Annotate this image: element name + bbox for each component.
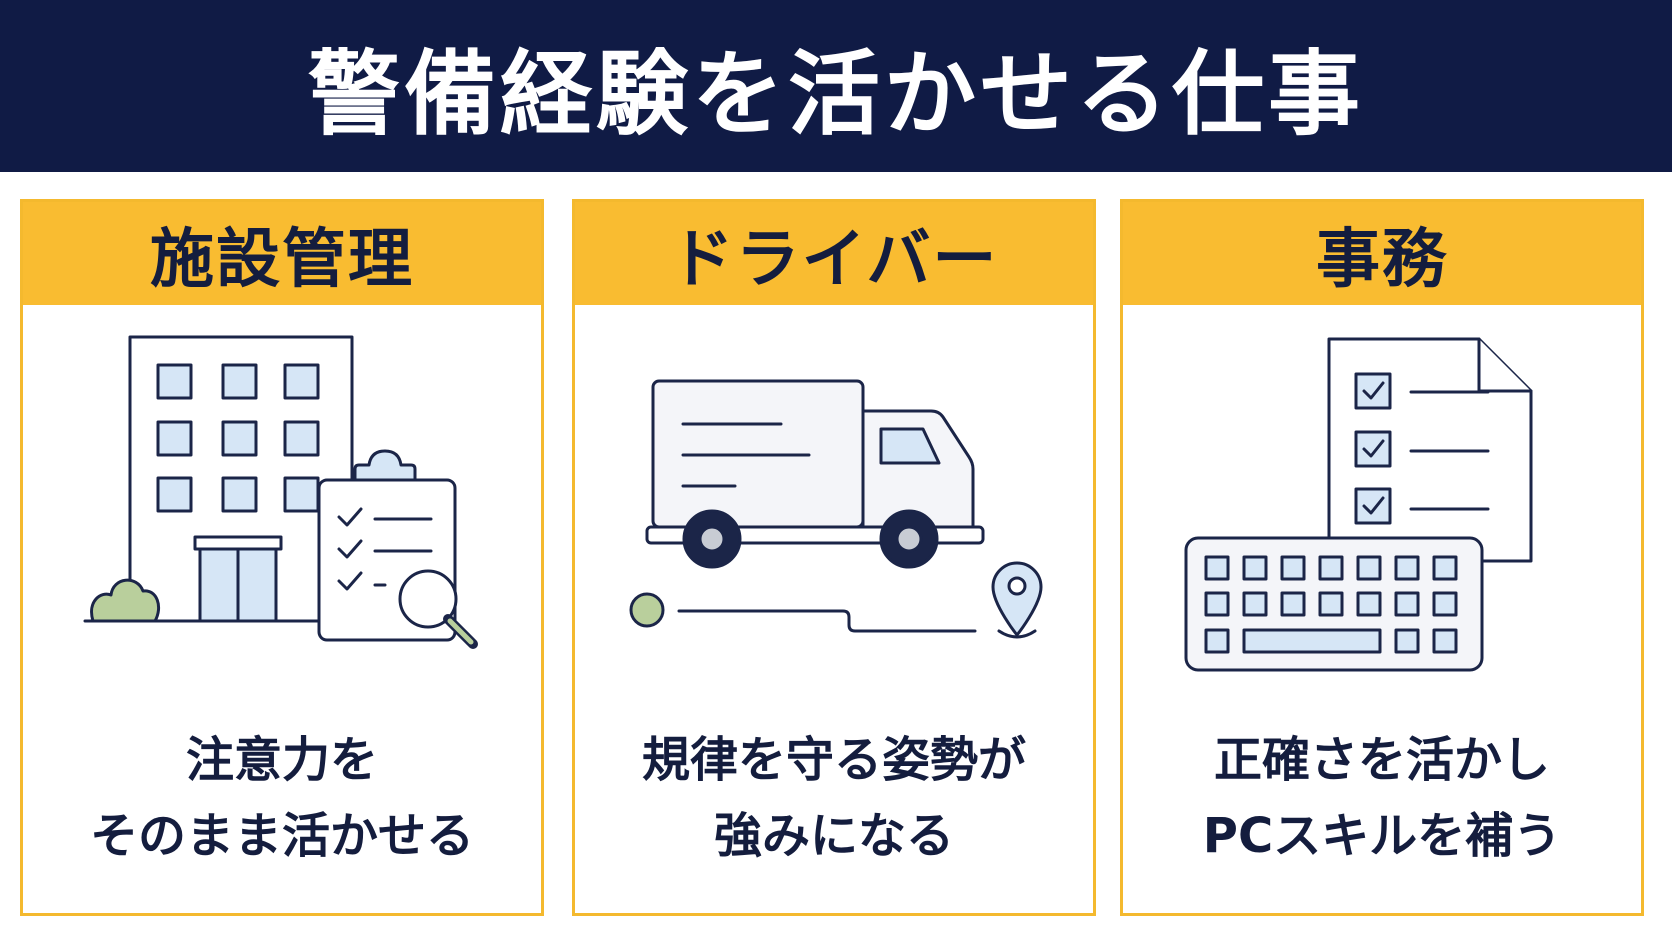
delivery-truck-route-icon <box>575 305 1093 885</box>
card-description: 正確さを活かし PCスキルを補う <box>1123 722 1641 874</box>
description-line-2: 強みになる <box>713 808 954 864</box>
description-line-2: PCスキルを補う <box>1202 808 1562 864</box>
card-facility-management: 施設管理 <box>20 199 544 916</box>
page-title: 警備経験を活かせる仕事 <box>307 40 1364 148</box>
card-description: 注意力を そのまま活かせる <box>23 722 541 874</box>
description-line-1: 注意力を <box>185 732 378 788</box>
description-line-1: 正確さを活かし <box>1213 732 1550 788</box>
card-title: ドライバー <box>669 222 999 297</box>
description-line-1: 規律を守る姿勢が <box>641 732 1026 788</box>
card-title: 事務 <box>1316 222 1448 297</box>
card-title: 施設管理 <box>150 222 414 297</box>
card-description: 規律を守る姿勢が 強みになる <box>575 722 1093 874</box>
card-header: 施設管理 <box>23 202 541 305</box>
card-office-work: 事務 <box>1120 199 1644 916</box>
description-line-2: そのまま活かせる <box>89 808 474 864</box>
card-driver: ドライバー <box>572 199 1096 916</box>
page-header: 警備経験を活かせる仕事 <box>0 0 1672 172</box>
card-header: ドライバー <box>575 202 1093 305</box>
building-with-clipboard-icon <box>23 305 541 885</box>
checklist-keyboard-icon <box>1123 305 1641 885</box>
card-header: 事務 <box>1123 202 1641 305</box>
